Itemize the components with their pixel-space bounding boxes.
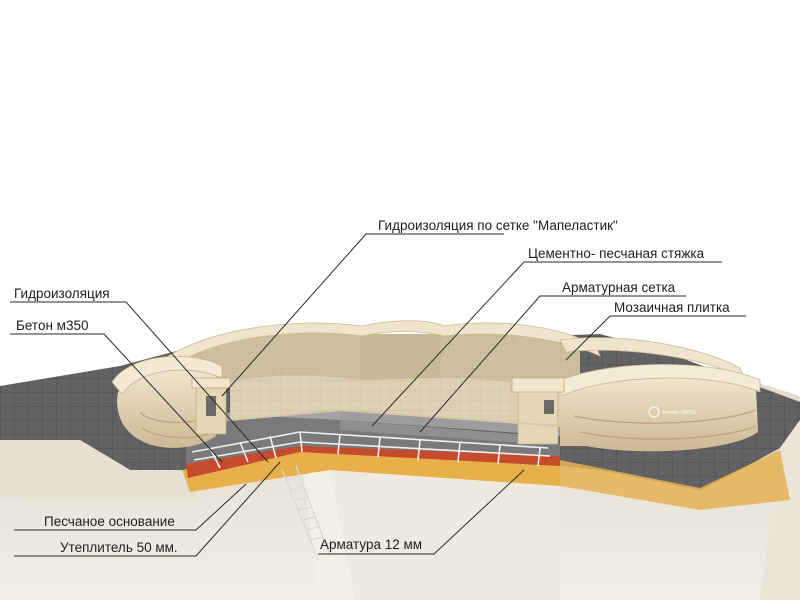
label-reinforcing-mesh: Арматурная сетка [562,280,676,295]
label-sand-base: Песчаное основание [44,514,175,529]
fountain-bowl: Фонтан ORTIS [111,320,761,452]
label-cement-sand-screed: Цементно- песчаная стяжка [528,246,705,261]
ortis-logo: Фонтан ORTIS [648,406,696,418]
leader-mosaic [565,315,746,361]
leader-screed [371,261,722,427]
label-concrete-m350: Бетон м350 [16,318,89,333]
leader-waterproofing [10,301,269,463]
label-mosaic-tile: Мозаичная плитка [614,300,730,315]
label-waterproofing: Гидроизоляция [14,286,110,301]
leader-insulation [14,461,281,557]
leader-concrete [10,333,223,463]
leader-lines [10,233,746,557]
leader-mapelastic [221,233,504,397]
leader-mesh [419,295,686,433]
label-insulation-50mm: Утеплитель 50 мм. [60,540,178,555]
label-mapelastic-waterproofing: Гидроизоляция по сетке "Мапеластик" [378,218,618,233]
logo-text: Фонтан ORTIS [662,410,696,416]
leader-sand [14,483,247,531]
label-rebar-12mm: Арматура 12 мм [320,537,423,552]
leader-rebar [318,469,525,555]
